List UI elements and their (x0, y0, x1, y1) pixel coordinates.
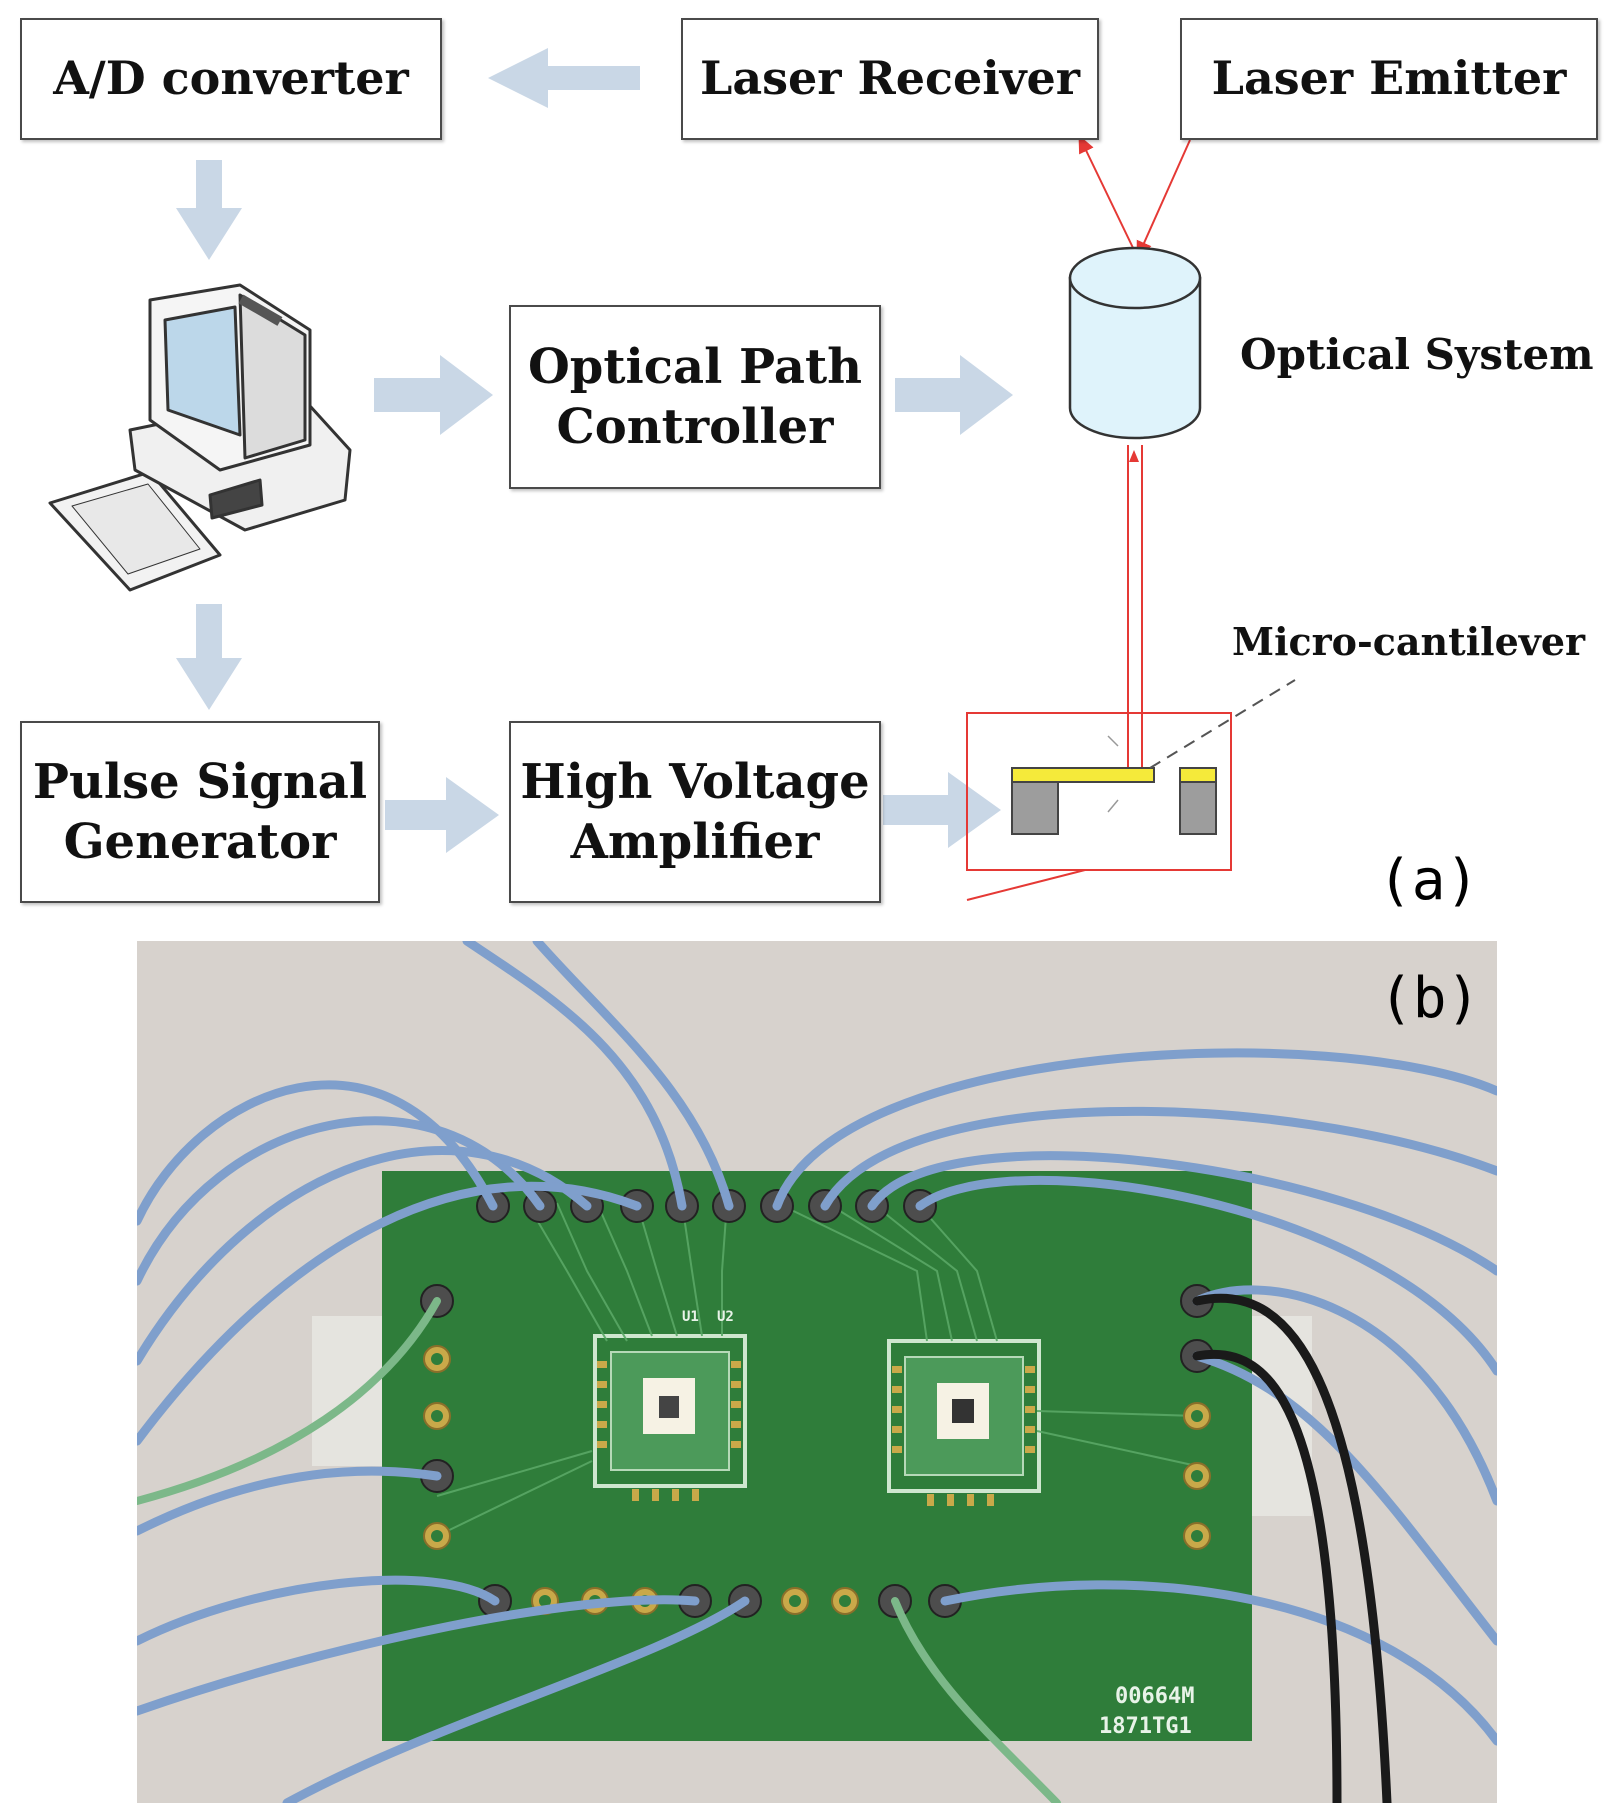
chip-u1 (593, 1334, 747, 1488)
laser-emitter-beam (1136, 139, 1191, 260)
cantilever-beam (1011, 767, 1155, 783)
micro-cantilever-pointer (1149, 679, 1296, 769)
pulse-signal-generator-box: Pulse Signal Generator (20, 721, 380, 903)
arrow-hva-to-cantilever (883, 772, 1001, 848)
optical-path-controller-box: Optical Path Controller (509, 305, 881, 489)
cantilever-base-left (1011, 781, 1059, 835)
high-voltage-amplifier-box: High Voltage Amplifier (509, 721, 881, 903)
laser-receiver-label: Laser Receiver (699, 51, 1081, 106)
laser-receiver-box: Laser Receiver (681, 18, 1099, 140)
laser-return-beam (1078, 134, 1136, 253)
optical-path-controller-label: Optical Path Controller (527, 339, 863, 455)
chip-label-u2: U2 (717, 1309, 734, 1325)
panel-b-photo: 00664M 1871TG1 U1 U2 (b) (137, 941, 1497, 1803)
pulse-signal-generator-label: Pulse Signal Generator (32, 754, 368, 870)
board-text-line1: 00664M (1115, 1684, 1194, 1709)
laser-emitter-box: Laser Emitter (1180, 18, 1598, 140)
micro-cantilever-label: Micro-cantilever (1232, 619, 1586, 664)
pcb-board (382, 1171, 1252, 1741)
arrow-ad-to-computer (176, 160, 242, 260)
arrow-computer-to-opc (374, 355, 493, 435)
diagram-connectors (48, 48, 1296, 901)
cantilever-base-right (1179, 781, 1217, 835)
chip-label-u1: U1 (682, 1309, 699, 1325)
cantilever-inset-frame (966, 712, 1232, 871)
panel-b-tag: (b) (1379, 966, 1481, 1031)
ad-converter-box: A/D converter (20, 18, 442, 140)
high-voltage-amplifier-label: High Voltage Amplifier (520, 754, 870, 870)
pcb-photo-illustration: 00664M 1871TG1 U1 U2 (137, 941, 1497, 1803)
arrow-pulse-to-hva (385, 777, 499, 853)
arrow-computer-to-pulse (176, 604, 242, 710)
laser-emitter-label: Laser Emitter (1211, 51, 1567, 106)
arrow-opc-to-optical (895, 355, 1013, 435)
computer-icon (48, 283, 352, 592)
panel-a-tag: (a) (1378, 848, 1480, 913)
optical-system-cylinder (1068, 246, 1202, 440)
board-text-line2: 1871TG1 (1099, 1714, 1192, 1739)
optical-system-label: Optical System (1240, 330, 1594, 379)
ad-converter-label: A/D converter (53, 51, 409, 106)
chip-u2 (887, 1339, 1041, 1493)
panel-a-block-diagram: A/D converter Laser Receiver Laser Emitt… (20, 18, 1598, 913)
arrow-receiver-to-ad (488, 48, 640, 108)
